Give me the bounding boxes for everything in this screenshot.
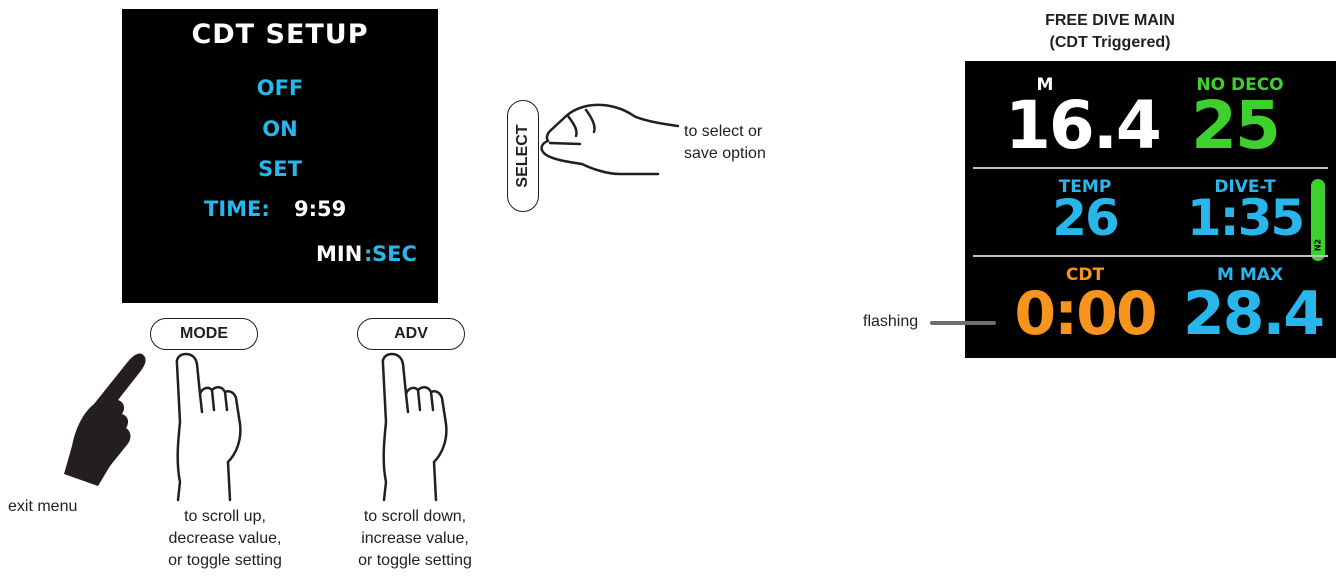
mode-hand-icon — [172, 352, 252, 502]
free-dive-main-screen: M 16.4 NO DECO 25 TEMP 26 DIVE-T 1:35 N2… — [965, 61, 1336, 358]
select-caption-line: save option — [684, 143, 766, 165]
flashing-pointer-line — [930, 321, 996, 325]
n2-bargraph: N2 — [1311, 179, 1325, 261]
exit-caption: exit menu — [8, 496, 77, 518]
setup-title: CDT SETUP — [122, 19, 438, 50]
adv-caption-line: or toggle setting — [340, 550, 490, 572]
nodeco-value: 25 — [1165, 87, 1305, 164]
main-title-line: FREE DIVE MAIN — [960, 10, 1260, 32]
main-screen-title: FREE DIVE MAIN (CDT Triggered) — [960, 10, 1260, 54]
adv-caption-line: to scroll down, — [340, 506, 490, 528]
mmax-value: 28.4 — [1170, 279, 1336, 349]
time-label: TIME: — [204, 197, 270, 221]
select-caption-line: to select or — [684, 121, 766, 143]
adv-caption: to scroll down, increase value, or toggl… — [340, 506, 490, 572]
mode-caption-line: decrease value, — [150, 528, 300, 550]
select-hand-icon — [538, 96, 683, 186]
main-subtitle-line: (CDT Triggered) — [960, 32, 1260, 54]
select-caption: to select or save option — [684, 121, 766, 165]
cdt-value: 0:00 — [1005, 279, 1165, 349]
adv-caption-line: increase value, — [340, 528, 490, 550]
depth-value: 16.4 — [1005, 87, 1155, 164]
option-off[interactable]: OFF — [122, 76, 438, 100]
n2-label: N2 — [1314, 239, 1323, 251]
divider-line — [973, 167, 1328, 169]
select-button[interactable]: SELECT — [507, 100, 539, 212]
cdt-setup-screen: CDT SETUP OFF ON SET TIME: 9:59 MIN : SE… — [122, 9, 438, 303]
option-set[interactable]: SET — [122, 157, 438, 181]
select-button-label: SELECT — [515, 124, 531, 187]
mode-button[interactable]: MODE — [150, 318, 258, 350]
option-on[interactable]: ON — [122, 117, 438, 141]
mode-caption-line: to scroll up, — [150, 506, 300, 528]
temp-value: 26 — [1035, 189, 1135, 247]
flashing-label: flashing — [863, 313, 918, 331]
divider-line — [973, 255, 1328, 257]
unit-sec: SEC — [372, 242, 417, 266]
unit-min: MIN — [316, 242, 362, 266]
mode-caption: to scroll up, decrease value, or toggle … — [150, 506, 300, 572]
adv-hand-icon — [378, 352, 458, 502]
exit-hand-icon — [60, 350, 155, 490]
adv-button[interactable]: ADV — [357, 318, 465, 350]
mode-caption-line: or toggle setting — [150, 550, 300, 572]
divet-value: 1:35 — [1180, 189, 1310, 247]
time-value: 9:59 — [294, 197, 346, 221]
